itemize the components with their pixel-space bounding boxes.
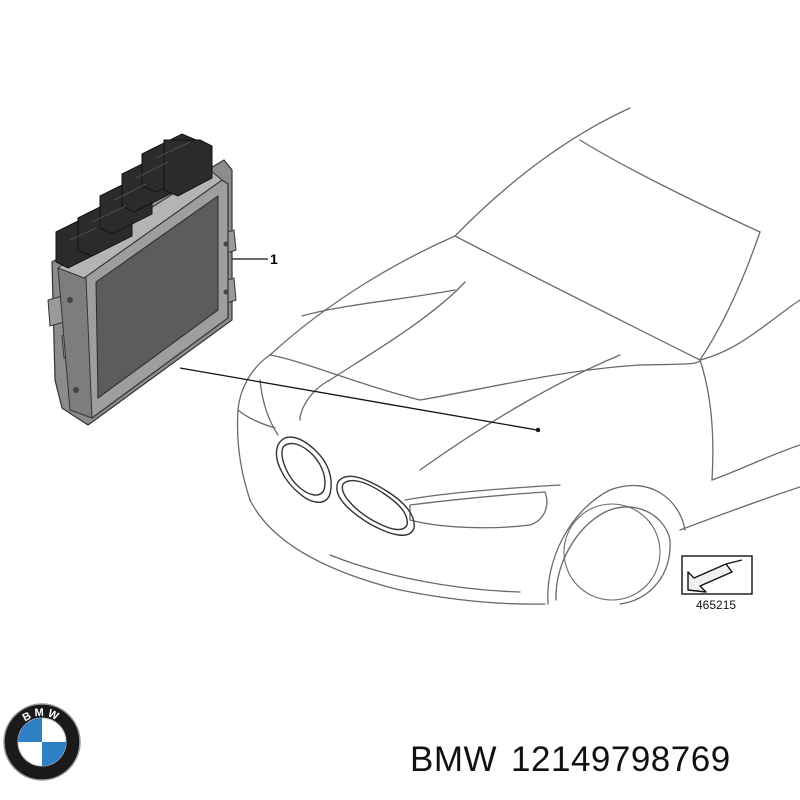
part-number: 12149798769 [511, 740, 731, 779]
car-outline [236, 107, 800, 605]
brand-name: BMW [410, 740, 498, 779]
kidney-grille-left [275, 436, 332, 503]
callout-number: 1 [270, 251, 278, 267]
view-direction-box [681, 555, 753, 595]
view-direction-arrow-icon [687, 563, 733, 593]
ecu-module [47, 133, 237, 426]
reference-code: 465215 [696, 598, 737, 612]
location-dot [535, 427, 541, 433]
logo-lettering: BMW [21, 707, 64, 725]
kidney-grille-right [336, 475, 415, 536]
location-leader-line [179, 367, 538, 431]
bmw-logo-icon: BMW [3, 703, 81, 781]
ecu-connectors [55, 133, 213, 269]
footer-caption: BMW 12149798769 [410, 740, 745, 780]
